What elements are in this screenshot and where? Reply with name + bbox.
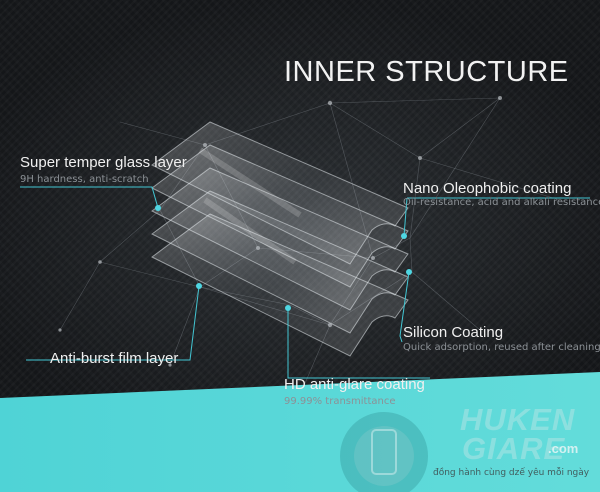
dot-hd-anti-glare xyxy=(285,305,291,311)
label-silicon-coating: Silicon Coating xyxy=(403,324,504,341)
desc-super-temper-glass: 9H hardness, anti-scratch xyxy=(20,174,149,185)
glass-sheen xyxy=(198,147,302,265)
label-anti-burst-film: Anti-burst film layer xyxy=(50,350,179,367)
dot-anti-burst xyxy=(196,283,202,289)
watermark-brand-top: HUKEN xyxy=(460,402,576,437)
desc-hd-anti-glare: 99.99% transmittance xyxy=(284,396,396,407)
cyan-band xyxy=(0,372,600,492)
watermark-brand-bottom: GIARE xyxy=(462,431,566,466)
watermark-slogan: đồng hành cùng dzế yêu mỗi ngày xyxy=(433,468,590,478)
label-nano-oleophobic: Nano Oleophobic coating xyxy=(403,180,572,197)
label-super-temper-glass: Super temper glass layer xyxy=(20,154,187,171)
network-nodes xyxy=(58,96,502,367)
watermark-circle xyxy=(340,412,428,492)
watermark-phone-icon xyxy=(371,429,397,475)
callout-dots xyxy=(155,205,412,311)
label-hd-anti-glare: HD anti-glare coating xyxy=(284,376,425,393)
glass-layer-5 xyxy=(151,121,409,265)
desc-nano-oleophobic: Oil-resistance, acid and alkali resistan… xyxy=(403,197,600,208)
page-title: INNER STRUCTURE xyxy=(284,56,569,88)
dot-silicon xyxy=(406,269,412,275)
desc-silicon-coating: Quick adsorption, reused after cleaning. xyxy=(403,342,600,353)
dot-nano-oleophobic xyxy=(401,233,407,239)
glass-layers xyxy=(151,121,409,357)
dot-super-temper xyxy=(155,205,161,211)
watermark-domain: .com xyxy=(548,441,579,456)
callout-lines xyxy=(20,186,590,379)
